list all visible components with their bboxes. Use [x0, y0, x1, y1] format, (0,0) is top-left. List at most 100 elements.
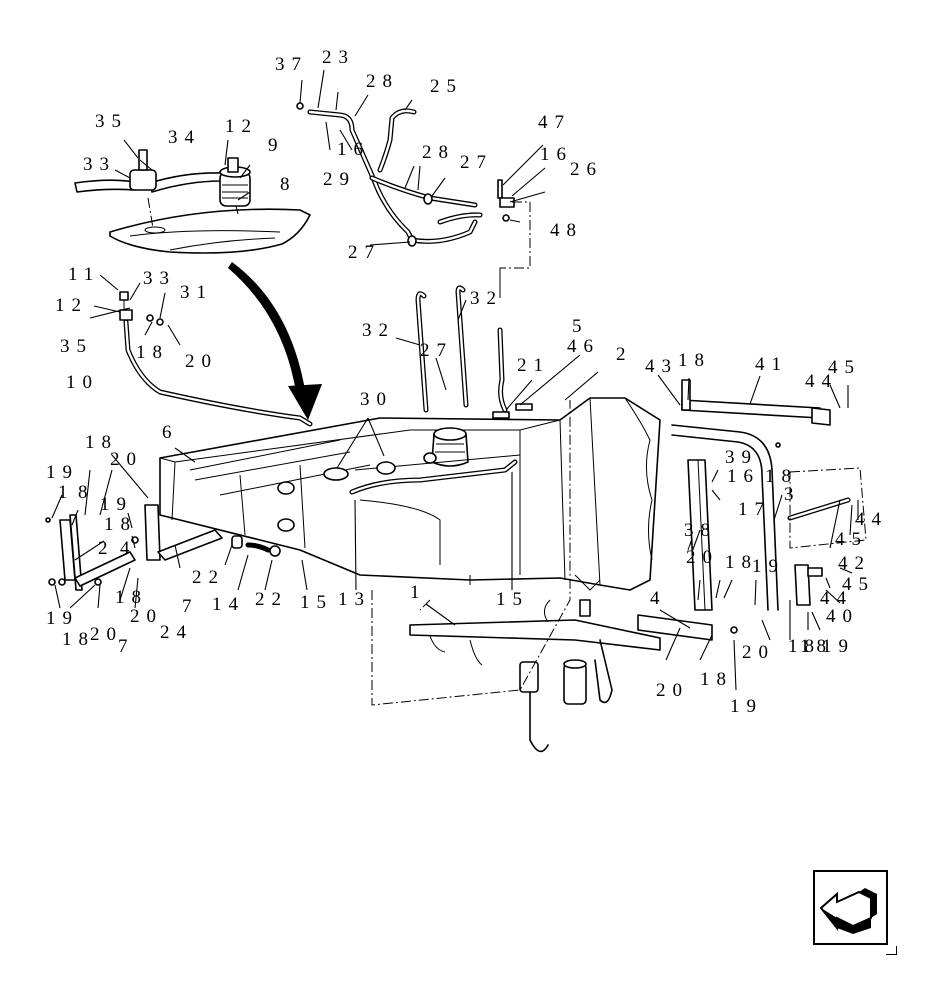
- callout-16: 16: [337, 139, 370, 160]
- callout-12: 12: [55, 295, 88, 316]
- left-brackets: [45, 504, 281, 591]
- callout-19: 19: [46, 462, 79, 483]
- callout-45: 45: [828, 357, 861, 378]
- callout-44: 44: [820, 588, 853, 609]
- callout-23: 23: [322, 47, 355, 68]
- callout-20: 20: [656, 680, 689, 701]
- callout-7: 7: [182, 596, 199, 617]
- callout-42: 42: [838, 553, 871, 574]
- callout-19: 19: [822, 636, 855, 657]
- callout-27: 27: [348, 242, 381, 263]
- callout-8: 8: [280, 174, 297, 195]
- callout-19: 19: [46, 608, 79, 629]
- feed-line: [119, 291, 313, 427]
- callout-35: 35: [60, 336, 93, 357]
- callout-27: 27: [420, 340, 453, 361]
- callout-45: 45: [835, 529, 868, 550]
- callout-20: 20: [110, 449, 143, 470]
- callout-10: 10: [66, 372, 99, 393]
- fuel-return-lines: [296, 102, 531, 290]
- corner-mark: [886, 946, 897, 955]
- callout-43: 43: [645, 356, 678, 377]
- callout-18: 18: [700, 669, 733, 690]
- callout-31: 31: [180, 282, 213, 303]
- callout-5: 5: [572, 316, 589, 337]
- callout-26: 26: [570, 159, 603, 180]
- callout-4: 4: [650, 588, 667, 609]
- callout-47: 47: [538, 112, 571, 133]
- callout-18: 18: [788, 636, 821, 657]
- callout-29: 29: [323, 169, 356, 190]
- callout-40: 40: [826, 606, 859, 627]
- callout-44: 44: [805, 371, 838, 392]
- callout-15: 15: [496, 589, 529, 610]
- callout-3: 3: [784, 484, 801, 505]
- callout-1: 1: [410, 582, 427, 603]
- arrow-glyph: [819, 888, 877, 934]
- callout-18: 18: [104, 514, 137, 535]
- callout-35: 35: [95, 111, 128, 132]
- callout-20: 20: [130, 606, 163, 627]
- fuel-tank: [159, 285, 661, 591]
- callout-32: 32: [362, 320, 395, 341]
- leader-lines: [51, 69, 859, 691]
- callout-20: 20: [185, 351, 218, 372]
- callout-20: 20: [90, 624, 123, 645]
- callout-11: 11: [68, 264, 100, 285]
- callout-18: 18: [678, 350, 711, 371]
- callout-6: 6: [162, 422, 179, 443]
- filter-mount: [371, 270, 661, 753]
- callout-14: 14: [212, 594, 245, 615]
- callout-19: 19: [100, 494, 133, 515]
- callout-4: 4: [120, 538, 137, 559]
- callout-46: 46: [567, 336, 600, 357]
- callout-33: 33: [83, 154, 116, 175]
- callout-16: 16: [727, 466, 760, 487]
- callout-32: 32: [470, 288, 503, 309]
- callout-28: 28: [366, 71, 399, 92]
- callout-20: 20: [686, 547, 719, 568]
- callout-28: 28: [422, 142, 455, 163]
- callout-18: 18: [62, 629, 95, 650]
- callout-19: 19: [752, 556, 785, 577]
- callout-22: 22: [192, 567, 225, 588]
- callout-numbers: 37 23 28 25 16 29 28 27 27 47 16 26 48 3…: [46, 47, 888, 717]
- previous-page-arrow-icon[interactable]: [813, 870, 888, 945]
- callout-2: 2: [616, 344, 633, 365]
- callout-48: 48: [550, 220, 583, 241]
- callout-37: 37: [275, 54, 308, 75]
- callout-22: 22: [255, 589, 288, 610]
- callout-9: 9: [268, 135, 285, 156]
- callout-30: 30: [360, 389, 393, 410]
- callout-18: 18: [800, 636, 833, 657]
- callout-17: 17: [738, 499, 771, 520]
- right-brackets: [637, 379, 867, 641]
- detail-arrow: [228, 262, 322, 420]
- callout-21: 21: [517, 355, 550, 376]
- callout-33: 33: [143, 268, 176, 289]
- callout-18: 18: [136, 342, 169, 363]
- callout-2: 2: [98, 538, 115, 559]
- callout-18: 18: [115, 587, 148, 608]
- callout-24: 24: [160, 622, 193, 643]
- callout-27: 27: [460, 152, 493, 173]
- callout-13: 13: [338, 589, 371, 610]
- callout-1: 1: [58, 482, 75, 503]
- callout-12: 12: [225, 116, 258, 137]
- callout-44: 44: [855, 509, 888, 530]
- callout-15: 15: [300, 592, 333, 613]
- callout-16: 16: [540, 144, 573, 165]
- callout-19: 19: [730, 696, 763, 717]
- callout-7: 7: [118, 636, 135, 657]
- callout-25: 25: [430, 76, 463, 97]
- callout-18: 18: [85, 432, 118, 453]
- callout-45: 45: [842, 574, 875, 595]
- callout-18: 18: [765, 466, 798, 487]
- callout-34: 34: [168, 127, 201, 148]
- callout-41: 41: [755, 354, 788, 375]
- callout-20: 20: [742, 642, 775, 663]
- callout-39: 39: [725, 447, 758, 468]
- callout-8: 8: [78, 482, 95, 503]
- callout-18: 18: [725, 552, 758, 573]
- callout-38: 38: [684, 520, 717, 541]
